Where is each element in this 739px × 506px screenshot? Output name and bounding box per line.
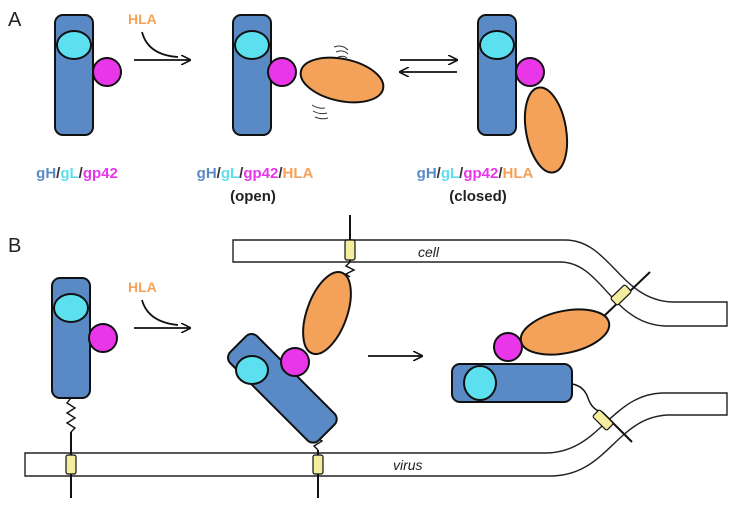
label-part-separator: /: [498, 165, 503, 182]
label-part-gp42: gp42: [463, 165, 498, 182]
tm-anchor-virus: [312, 454, 324, 475]
gl-protein: [234, 30, 270, 60]
hla-protein: [519, 308, 611, 356]
hla-protein: [523, 86, 569, 174]
linker: [65, 397, 77, 433]
label-part-separator: /: [459, 165, 464, 182]
gp42-protein: [493, 332, 523, 362]
state-open-label: (open): [230, 188, 276, 205]
label-part-gH: gH: [36, 165, 56, 182]
label-part-HLA: HLA: [503, 165, 534, 182]
gp42-protein: [88, 323, 118, 353]
gl-protein: [53, 293, 89, 323]
hla-protein: [299, 56, 385, 104]
label-part-gH: gH: [417, 165, 437, 182]
complex-1-label: gH/gL/gp42: [36, 165, 118, 182]
cell-membrane: [232, 239, 728, 327]
virus-membrane-label: virus: [393, 457, 423, 473]
label-part-separator: /: [217, 165, 222, 182]
tm-anchor-cell: [344, 239, 356, 261]
gp42-protein: [92, 57, 122, 87]
tm-anchor-virus: [592, 409, 614, 431]
label-part-gp42: gp42: [243, 165, 278, 182]
linker-cell: [344, 261, 356, 278]
complex-3-closed: [477, 14, 569, 174]
complex-2-label: gH/gL/gp42/HLA: [197, 165, 314, 182]
gl-protein: [463, 365, 497, 401]
hla-binding-curve-b: [141, 299, 179, 326]
tm-anchor: [65, 454, 77, 475]
label-part-separator: /: [239, 165, 244, 182]
label-part-gL: gL: [221, 165, 239, 182]
gp42-protein: [280, 347, 310, 377]
label-part-gp42: gp42: [83, 165, 118, 182]
label-part-gL: gL: [441, 165, 459, 182]
b-complex-2: [227, 215, 356, 498]
cell-membrane-label: cell: [418, 244, 440, 260]
label-part-separator: /: [56, 165, 61, 182]
linker-virus: [571, 383, 603, 413]
tm-anchor-cell: [610, 284, 632, 306]
label-part-gL: gL: [60, 165, 78, 182]
virus-membrane: [24, 392, 728, 477]
hla-arrow-label-a: HLA: [128, 11, 157, 27]
label-part-separator: /: [437, 165, 442, 182]
complex-3-label: gH/gL/gp42/HLA: [417, 165, 534, 182]
motion-marks: [311, 45, 349, 120]
complex-1: [54, 14, 122, 136]
b-complex-3: [451, 271, 651, 443]
gp42-protein: [267, 57, 297, 87]
label-part-separator: /: [79, 165, 84, 182]
hla-protein: [302, 271, 352, 355]
hla-binding-curve-a: [141, 31, 179, 58]
state-closed-label: (closed): [449, 188, 507, 205]
b-complex-1: [51, 277, 118, 498]
gl-protein: [479, 30, 515, 60]
gl-protein: [235, 355, 269, 385]
label-part-separator: /: [278, 165, 283, 182]
hla-arrow-label-b: HLA: [128, 279, 157, 295]
complex-2-open: [232, 14, 385, 136]
panel-label-a: A: [8, 9, 22, 31]
label-part-HLA: HLA: [283, 165, 314, 182]
panel-label-b: B: [8, 235, 21, 257]
gp42-protein: [515, 57, 545, 87]
label-part-gH: gH: [197, 165, 217, 182]
gl-protein: [56, 30, 92, 60]
